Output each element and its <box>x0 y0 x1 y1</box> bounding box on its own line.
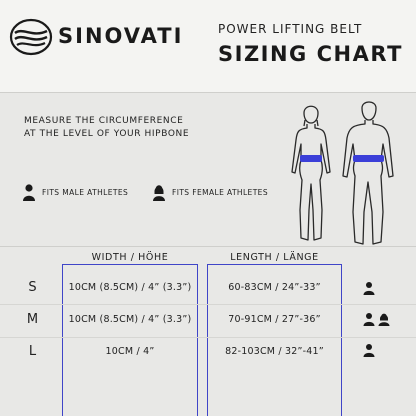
width-cell: 10CM / 4” <box>105 346 155 357</box>
width-cell: 10CM (8.5CM) / 4” (3.3”) <box>68 314 192 325</box>
male-athlete-icon <box>363 313 375 326</box>
instruction-line: MEASURE THE CIRCUMFERENCE <box>24 116 184 126</box>
length-cell: 82-103CM / 32”-41” <box>225 346 324 357</box>
width-cell: 10CM (8.5CM) / 4” (3.3”) <box>68 282 192 293</box>
divider <box>0 92 416 93</box>
legend-male-label: FITS MALE ATHLETES <box>42 187 129 197</box>
brand-name: SINOVATI <box>58 24 184 48</box>
legend-female-label: FITS FEMALE ATHLETES <box>172 187 268 197</box>
product-subtitle: POWER LIFTING BELT <box>218 22 363 36</box>
legend-male: FITS MALE ATHLETES <box>22 182 128 202</box>
row-divider <box>0 337 416 338</box>
width-column-header: WIDTH / HÖHE <box>91 252 169 263</box>
female-athlete-icon <box>153 185 165 201</box>
length-cell: 60-83CM / 24”-33” <box>228 282 321 293</box>
header-band: SINOVATI POWER LIFTING BELT SIZING CHART <box>0 0 416 92</box>
female-athlete-icon <box>378 313 390 326</box>
width-column-frame <box>62 264 198 416</box>
size-label: S <box>28 280 37 295</box>
male-belt-band <box>353 155 384 162</box>
length-column-frame <box>207 264 342 416</box>
male-athlete-icon <box>363 344 375 357</box>
male-athlete-icon <box>363 282 375 295</box>
measure-instructions: MEASURE THE CIRCUMFERENCE AT THE LEVEL O… <box>24 115 189 141</box>
brand-logo-icon <box>9 18 53 56</box>
divider <box>0 246 416 247</box>
size-label: M <box>26 312 39 327</box>
row-divider <box>0 304 416 305</box>
size-label: L <box>28 344 37 359</box>
length-cell: 70-91CM / 27”-36” <box>228 314 321 325</box>
legend-female: FITS FEMALE ATHLETES <box>152 182 268 202</box>
male-athlete-icon <box>23 184 35 201</box>
body-measurement-illustration <box>291 101 394 245</box>
female-belt-band <box>300 155 322 162</box>
page-title: SIZING CHART <box>218 42 403 66</box>
length-column-header: LENGTH / LÄNGE <box>230 252 319 263</box>
instruction-line: AT THE LEVEL OF YOUR HIPBONE <box>24 129 190 139</box>
